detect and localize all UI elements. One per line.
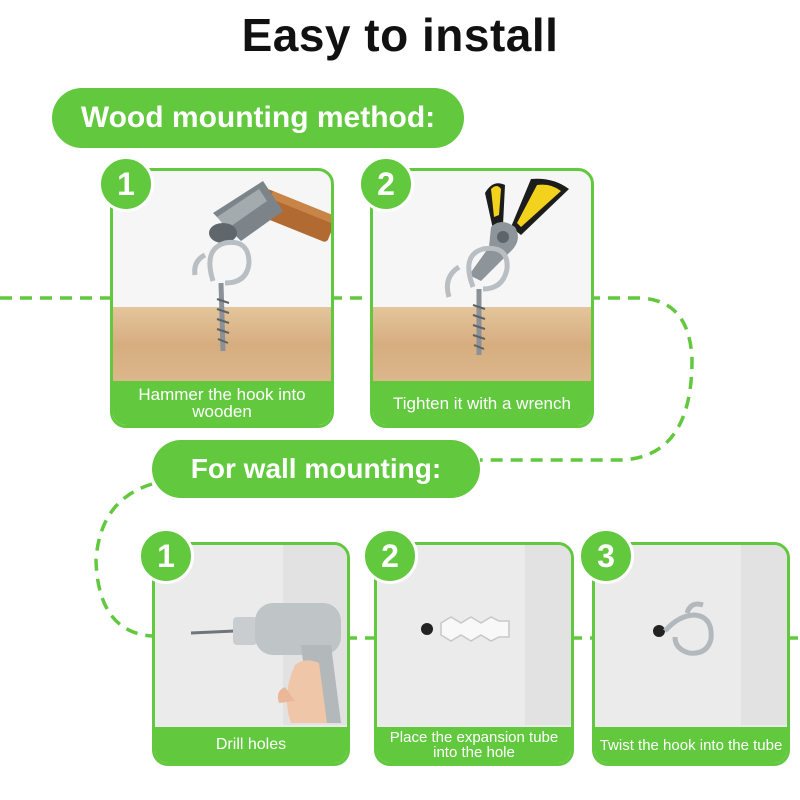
wood-step-1-badge: 1	[98, 156, 154, 212]
wood-mounting-heading: Wood mounting method:	[52, 88, 464, 148]
expansion-tube-icon	[421, 616, 510, 642]
wall-step-1-caption: Drill holes	[155, 727, 347, 763]
wall-step-3-badge: 3	[578, 528, 634, 584]
pliers-icon	[469, 178, 569, 281]
wood-step-2-caption: Tighten it with a wrench	[373, 381, 591, 425]
wood-step-1-caption: Hammer the hook into wooden	[113, 381, 331, 425]
wood-step-1-card: Hammer the hook into wooden	[110, 168, 334, 428]
wall-step-2-badge: 2	[362, 528, 418, 584]
wall-step-1-badge: 1	[138, 528, 194, 584]
wall-step-3-card: Twist the hook into the tube	[592, 542, 790, 766]
wall-step-3-caption: Twist the hook into the tube	[595, 727, 787, 763]
wood-step-2-badge: 2	[358, 156, 414, 212]
wood-step-2-card: Tighten it with a wrench	[370, 168, 594, 428]
drill-icon	[190, 603, 341, 723]
hook-icon	[653, 601, 714, 656]
wood-plank	[373, 307, 591, 383]
wall-step-2-caption: Place the expansion tube into the hole	[377, 727, 571, 763]
page-title: Easy to install	[241, 9, 559, 61]
wall-step-2-card: Place the expansion tube into the hole	[374, 542, 574, 766]
screw-hook-icon	[192, 239, 252, 352]
wall-mounting-heading: For wall mounting:	[152, 440, 480, 498]
screw-hook-icon	[444, 245, 510, 355]
hammer-icon	[209, 181, 331, 243]
wall-step-1-card: Drill holes	[152, 542, 350, 766]
